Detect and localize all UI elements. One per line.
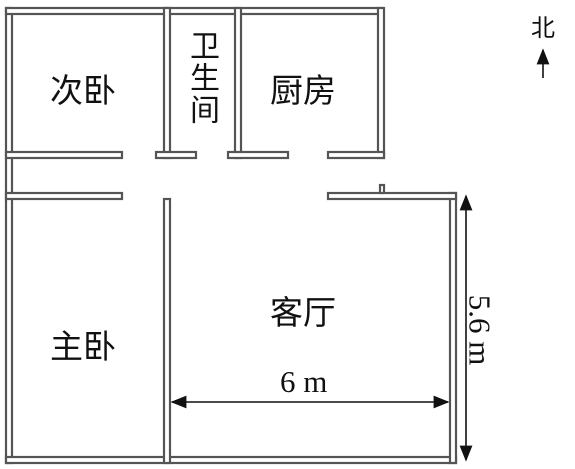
room-label-bathroom: 卫生间 <box>184 30 219 126</box>
wall-west <box>4 6 14 465</box>
wall-partition-master-living <box>162 197 172 465</box>
wall-corridor-north-1 <box>4 150 124 160</box>
height-dimension-label: 5.6 m <box>462 294 498 366</box>
room-label-kitchen: 厨房 <box>270 71 336 110</box>
wall-corridor-north-2 <box>154 150 198 160</box>
wall-corridor-south-1 <box>4 191 124 201</box>
wall-east-upper <box>376 6 386 160</box>
wall-bottom <box>4 455 458 465</box>
wall-stub <box>378 183 386 195</box>
wall-corridor-north-4 <box>326 150 386 160</box>
compass: 北 <box>526 8 560 43</box>
width-dimension-label: 6 m <box>280 364 328 399</box>
room-label-master-bedroom: 主卧 <box>50 327 116 366</box>
room-label-second-bedroom: 次卧 <box>50 71 116 110</box>
compass-north-label: 北 <box>531 14 555 42</box>
wall-partition-bath-kitchen <box>233 6 243 160</box>
wall-north-east <box>164 6 385 16</box>
wall-corridor-north-3 <box>226 150 290 160</box>
room-label-living-room: 客厅 <box>270 293 336 332</box>
wall-partition-bedroom-bath <box>162 6 172 160</box>
wall-north-west <box>4 6 168 16</box>
wall-east-lower <box>448 191 458 465</box>
wall-corridor-south-2 <box>326 191 458 201</box>
